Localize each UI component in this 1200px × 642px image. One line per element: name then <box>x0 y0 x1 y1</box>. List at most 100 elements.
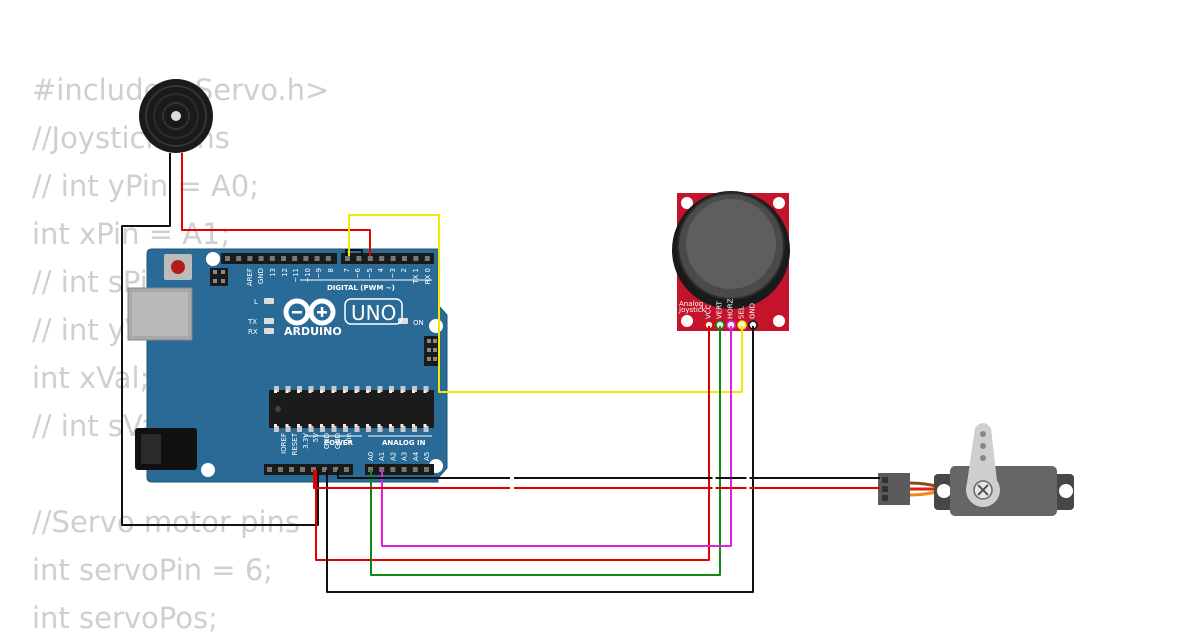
chip-pin <box>423 386 429 392</box>
chip-pin <box>423 426 429 432</box>
code-line: int servoPos; <box>32 601 218 635</box>
code-background: #include <Servo.h>//Joystick Pins// int … <box>32 66 329 642</box>
header-pin <box>413 256 419 261</box>
joystick-label: Joystick <box>678 306 707 314</box>
header-pin <box>390 256 396 261</box>
header-pin <box>390 467 396 472</box>
header-pin <box>247 256 253 261</box>
power-pin-label: RESET <box>291 432 299 455</box>
header-pin <box>368 467 373 472</box>
chip-pin <box>377 386 383 392</box>
chip-pin <box>412 426 417 432</box>
power-pin-label: GND <box>323 433 331 449</box>
header-pin <box>333 467 338 472</box>
wire-green-vert <box>370 326 721 576</box>
chip-pin <box>274 426 279 432</box>
servo-motor[interactable] <box>878 423 1074 516</box>
digital-pin-label: AREF <box>246 268 254 286</box>
wire-buzzer-black <box>121 153 319 526</box>
chip-dot <box>343 390 346 393</box>
joystick-pin-label: HORZ <box>727 298 735 319</box>
header-pin <box>356 256 362 261</box>
analog-pin-label: A2 <box>389 452 397 461</box>
digital-pin-label: 8 <box>327 268 335 272</box>
chip-dot <box>377 390 381 393</box>
header-pin <box>267 467 272 472</box>
mounting-hole <box>681 197 693 209</box>
wire-red-vcc <box>315 326 710 561</box>
mounting-hole <box>773 197 785 209</box>
chip-dot <box>331 390 335 393</box>
code-line: // int yPin = A0; <box>32 169 260 203</box>
header-pin <box>281 256 286 261</box>
header-pin <box>292 256 298 261</box>
reset-button[interactable] <box>171 260 185 274</box>
servo-mount-hole <box>937 484 951 498</box>
digital-pin-label: 7 <box>343 268 351 272</box>
chip-dot <box>308 390 312 393</box>
header-pin <box>278 467 283 472</box>
header-pin <box>345 256 350 261</box>
chip-dot <box>274 424 277 427</box>
header-pin <box>401 467 407 472</box>
code-line: int servoPin = 6; <box>32 553 274 587</box>
power-pin-label: 3.3V <box>302 433 310 449</box>
buzzer-center <box>171 111 181 121</box>
power-jack-socket <box>141 434 161 464</box>
chip-dot <box>423 390 427 393</box>
chip-pin <box>297 426 302 432</box>
power-header-block <box>264 464 353 475</box>
chip-dot <box>412 390 415 393</box>
power-header <box>264 464 353 475</box>
digital-pin-label: ~9 <box>315 268 323 278</box>
board-brand: ARDUINO <box>284 325 342 338</box>
analog-pin-label: A1 <box>378 452 386 461</box>
chip-pin <box>320 426 325 432</box>
chip-pin <box>331 386 337 392</box>
chip-pin <box>389 386 394 392</box>
chip-dot <box>400 390 404 393</box>
chip-dot <box>354 390 358 393</box>
joystick-label: Analog <box>679 300 703 308</box>
chip-pin <box>366 386 371 392</box>
mounting-hole <box>201 463 215 477</box>
power-header-label: POWER <box>324 439 354 447</box>
digital-header <box>221 253 434 264</box>
digital-header-label: DIGITAL (PWM ~) <box>327 284 395 292</box>
servo-screw-cross <box>977 484 989 496</box>
digital-pin-label: ~3 <box>389 268 397 278</box>
wire-buzzer-red <box>181 153 371 256</box>
code-line: int xPin = A1; <box>32 217 231 251</box>
chip-pin <box>343 386 348 392</box>
analog-header-label: ANALOG IN <box>382 439 426 447</box>
buzzer[interactable] <box>139 79 213 153</box>
digital-pin-label: 13 <box>269 268 277 277</box>
joystick-pin-label: SEL <box>738 306 746 319</box>
digital-header-block <box>341 253 434 264</box>
analog-header <box>365 464 434 475</box>
header-pin <box>402 256 407 261</box>
code-line: //Servo motor pins <box>32 505 301 539</box>
header-pin <box>412 467 418 472</box>
chip-pin <box>285 386 291 392</box>
digital-pin-label: ~11 <box>292 268 300 283</box>
wire-magenta-sel <box>381 326 732 547</box>
digital-pin-label: TX 1 <box>412 268 420 285</box>
header-pin <box>311 467 316 472</box>
digital-pin-label: GND <box>257 268 265 284</box>
digital-pin-label: 4 <box>377 267 385 272</box>
header-pin <box>424 256 430 261</box>
chip-pin <box>400 386 406 392</box>
mounting-hole <box>773 315 785 327</box>
led-tx <box>264 318 274 324</box>
chip-pin <box>354 386 360 392</box>
microcontroller-chip <box>269 386 434 432</box>
chip-pin <box>377 426 383 432</box>
chip-dot <box>274 390 277 393</box>
